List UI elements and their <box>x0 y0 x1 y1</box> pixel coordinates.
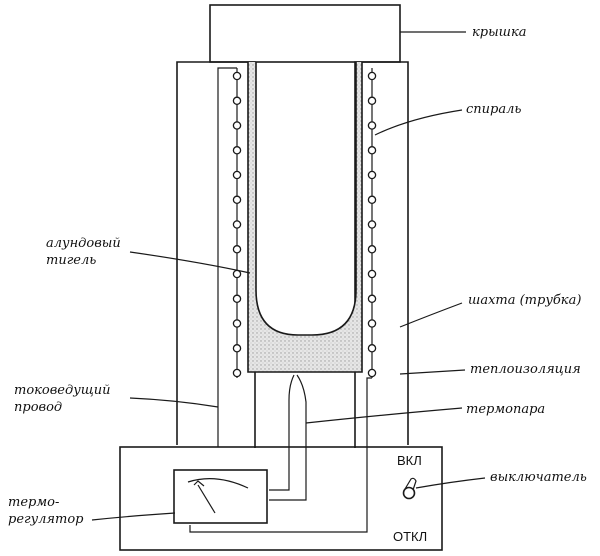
label-crucible-2: тигель <box>46 253 96 268</box>
spiral-bead <box>232 319 242 328</box>
spiral-bead <box>367 269 377 279</box>
current-wire <box>189 67 372 533</box>
spiral-bead <box>367 245 377 254</box>
label-spiral: спираль <box>466 102 521 117</box>
label-lid: крышка <box>472 25 527 40</box>
label-crucible-1: алундовый <box>46 236 121 251</box>
alundum-crucible <box>247 62 363 373</box>
spiral-bead <box>367 71 377 81</box>
spiral-left-beads <box>232 71 242 378</box>
spiral-bead <box>232 121 242 130</box>
label-off: ОТКЛ <box>393 529 427 544</box>
label-regulator-1: термо- <box>8 495 59 510</box>
label-on: ВКЛ <box>397 453 422 468</box>
spiral-bead <box>232 96 242 106</box>
spiral-bead <box>232 170 242 180</box>
thermocouple <box>269 374 307 501</box>
leader-lines <box>91 31 486 521</box>
spiral-bead <box>367 220 377 229</box>
label-switch: выключатель <box>490 470 587 485</box>
spiral-bead <box>232 344 242 353</box>
control-box <box>119 446 443 551</box>
spiral-bead <box>367 121 377 130</box>
spiral-bead <box>232 146 242 155</box>
spiral-bead <box>367 344 377 353</box>
spiral-bead <box>367 170 377 180</box>
spiral-bead <box>367 319 377 328</box>
label-thermocouple: термопара <box>466 402 545 417</box>
spiral-bead <box>367 96 377 106</box>
spiral-bead <box>232 294 242 304</box>
spiral-bead <box>232 220 242 229</box>
label-shaft: шахта (трубка) <box>468 293 581 308</box>
lid <box>209 4 401 63</box>
spiral-bead <box>232 195 242 205</box>
heating-spiral <box>232 68 377 378</box>
spiral-bead <box>232 269 242 279</box>
spiral-bead <box>232 71 242 81</box>
power-switch[interactable] <box>402 477 417 500</box>
spiral-bead <box>367 146 377 155</box>
spiral-right-beads <box>367 71 377 378</box>
label-regulator-2: регулятор <box>8 512 84 527</box>
spiral-bead <box>367 294 377 304</box>
thermoregulator[interactable] <box>173 469 268 524</box>
shaft-body <box>176 61 409 448</box>
spiral-bead <box>367 368 377 378</box>
spiral-bead <box>232 368 242 378</box>
spiral-bead <box>367 195 377 205</box>
label-wire-2: провод <box>14 400 62 415</box>
spiral-bead <box>232 245 242 254</box>
label-wire-1: токоведущий <box>14 383 111 398</box>
label-insulation: теплоизоляция <box>470 362 581 377</box>
